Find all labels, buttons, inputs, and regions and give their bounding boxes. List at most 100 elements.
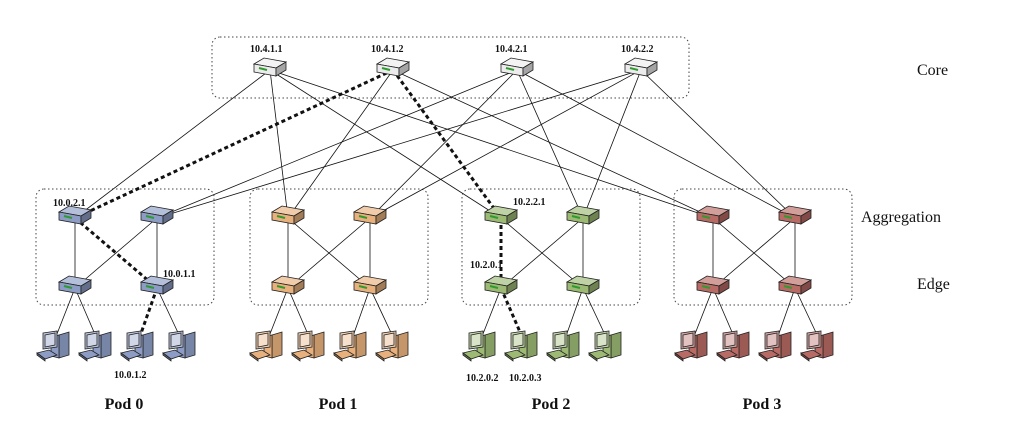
link-pod2-edge1-host1 bbox=[480, 287, 502, 340]
pod-1-box bbox=[249, 188, 429, 306]
pod2-host-4 bbox=[588, 330, 622, 362]
address-label-pod2-edge-1: 10.2.0.1 bbox=[470, 260, 503, 271]
pod1-agg-switch-2 bbox=[352, 205, 388, 225]
pod-0-box bbox=[35, 188, 215, 306]
link-pod2-edge2-host3 bbox=[564, 287, 584, 340]
link-core4-pod2-agg2 bbox=[582, 69, 642, 219]
link-core3-pod1-agg2 bbox=[369, 69, 518, 219]
pod-label-3: Pod 3 bbox=[743, 396, 782, 413]
link-pod1-edge1-host1 bbox=[267, 287, 289, 340]
pod0-agg-switch-2 bbox=[139, 205, 175, 225]
pod1-edge-switch-1 bbox=[270, 275, 306, 295]
pod1-host-2 bbox=[291, 330, 325, 362]
pod0-host-1 bbox=[36, 330, 70, 362]
pod1-edge-switch-2 bbox=[352, 275, 388, 295]
link-pod3-edge2-host4 bbox=[794, 287, 820, 340]
pod2-host-3 bbox=[546, 330, 580, 362]
pod-label-0: Pod 0 bbox=[105, 396, 144, 413]
link-pod3-edge1-host2 bbox=[712, 287, 736, 340]
pod2-host-1 bbox=[462, 330, 496, 362]
link-core4-pod1-agg2 bbox=[369, 69, 642, 219]
pod2-host-2 bbox=[504, 330, 538, 362]
pod3-host-3 bbox=[758, 330, 792, 362]
link-pod1-edge2-host3 bbox=[351, 287, 371, 340]
layer-label-core: Core bbox=[917, 62, 948, 79]
pod0-host-3 bbox=[120, 330, 154, 362]
pod3-host-1 bbox=[674, 330, 708, 362]
pod-2-box bbox=[461, 188, 641, 306]
address-label-pod0-agg-1: 10.0.2.1 bbox=[53, 198, 86, 209]
pod-label-1: Pod 1 bbox=[319, 396, 358, 413]
links-layer bbox=[54, 68, 820, 340]
link-pod1-edge2-host4 bbox=[369, 287, 395, 340]
link-core2-pod3-agg1 bbox=[392, 69, 714, 219]
pod0-agg-switch-1 bbox=[57, 205, 93, 225]
link-core4-pod3-agg2 bbox=[640, 69, 796, 219]
address-label-pod2-host-1: 10.2.0.2 bbox=[466, 373, 499, 384]
pod1-host-1 bbox=[249, 330, 283, 362]
link-pod0-agg2-edge1 bbox=[74, 217, 158, 289]
pod1-agg-switch-1 bbox=[270, 205, 306, 225]
link-pod1-agg2-edge1 bbox=[287, 217, 371, 289]
path-core2-pod0-agg1 bbox=[74, 68, 394, 220]
core-switch-2 bbox=[375, 57, 411, 77]
core-switch-4 bbox=[623, 57, 659, 77]
core-group-box bbox=[211, 36, 690, 99]
path-pod2-edge1-host2 bbox=[499, 287, 525, 340]
pod3-agg-switch-2 bbox=[777, 205, 813, 225]
link-core3-pod2-agg2 bbox=[516, 69, 584, 219]
link-core2-pod1-agg1 bbox=[287, 69, 394, 219]
link-core3-pod0-agg2 bbox=[156, 69, 518, 219]
address-label-core-2: 10.4.1.2 bbox=[371, 44, 404, 55]
core-switch-1 bbox=[252, 57, 288, 77]
address-label-core-4: 10.4.2.2 bbox=[621, 44, 654, 55]
link-pod2-agg2-edge1 bbox=[500, 217, 584, 289]
link-pod0-edge2-host4 bbox=[156, 287, 182, 340]
pod2-agg-switch-2 bbox=[565, 205, 601, 225]
pod3-host-2 bbox=[716, 330, 750, 362]
link-core1-pod0-agg1 bbox=[74, 69, 271, 219]
pod-label-2: Pod 2 bbox=[532, 396, 571, 413]
link-pod0-edge1-host2 bbox=[74, 287, 98, 340]
address-label-pod2-agg-1: 10.2.2.1 bbox=[513, 197, 546, 208]
core-switch-3 bbox=[499, 57, 535, 77]
link-pod3-edge1-host1 bbox=[692, 287, 714, 340]
address-label-pod0-edge-2: 10.0.1.1 bbox=[163, 269, 196, 280]
path-core2-pod2-agg1 bbox=[391, 69, 503, 219]
link-pod3-agg2-edge1 bbox=[712, 217, 796, 289]
pod2-edge-switch-2 bbox=[565, 275, 601, 295]
link-core3-pod3-agg2 bbox=[516, 69, 796, 219]
pod3-edge-switch-1 bbox=[695, 275, 731, 295]
pod0-host-2 bbox=[78, 330, 112, 362]
pod0-edge-switch-1 bbox=[57, 275, 93, 295]
pod1-host-4 bbox=[375, 330, 409, 362]
link-core4-pod0-agg2 bbox=[156, 69, 642, 219]
link-core1-pod2-agg1 bbox=[269, 69, 502, 219]
layer-label-aggregation: Aggregation bbox=[861, 209, 941, 226]
pod0-edge-switch-2 bbox=[139, 275, 175, 295]
pod2-edge-switch-1 bbox=[483, 275, 519, 295]
layer-label-edge: Edge bbox=[917, 276, 950, 293]
pod3-edge-switch-2 bbox=[777, 275, 813, 295]
link-pod1-edge1-host2 bbox=[287, 287, 311, 340]
pod0-host-4 bbox=[162, 330, 196, 362]
address-label-core-3: 10.4.2.1 bbox=[495, 44, 528, 55]
pod-3-box bbox=[673, 188, 853, 306]
link-pod2-edge2-host4 bbox=[582, 287, 608, 340]
link-core1-pod1-agg1 bbox=[269, 69, 289, 219]
pod1-host-3 bbox=[333, 330, 367, 362]
link-pod3-edge2-host3 bbox=[776, 287, 796, 340]
pod3-agg-switch-1 bbox=[695, 205, 731, 225]
path-pod0-agg1-edge2 bbox=[74, 216, 158, 290]
path-pod0-edge2-host3 bbox=[137, 287, 159, 340]
link-pod0-edge1-host1 bbox=[54, 287, 76, 340]
pod2-agg-switch-1 bbox=[483, 205, 519, 225]
address-label-core-1: 10.4.1.1 bbox=[250, 44, 283, 55]
nodes-layer bbox=[36, 57, 834, 362]
address-label-pod0-host-3: 10.0.1.2 bbox=[114, 370, 147, 381]
pod3-host-4 bbox=[800, 330, 834, 362]
link-core1-pod3-agg1 bbox=[269, 69, 714, 219]
address-label-pod2-host-2: 10.2.0.3 bbox=[509, 373, 542, 384]
